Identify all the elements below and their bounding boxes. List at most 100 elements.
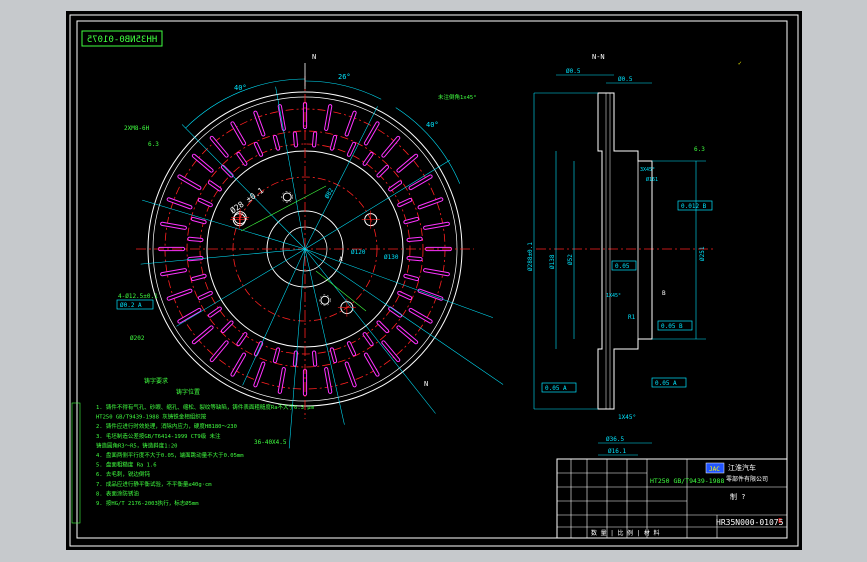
vent-slot-outer-inner <box>161 222 186 229</box>
vent-slot-outer-inner <box>231 353 246 376</box>
vent-slot-inner-inner <box>273 135 280 150</box>
vent-slot-outer-inner <box>424 222 449 229</box>
threaded-hole <box>282 192 292 202</box>
vent-slot-outer-inner <box>278 368 285 393</box>
label-angle-right: 40° <box>426 121 439 129</box>
note-line: 3. 毛坯制造公差按GB/T6414-1999 CT9级 未注 <box>96 432 221 440</box>
note-line: 7. 成品应进行静平衡试验，不平衡量≤40g·cm <box>96 480 212 488</box>
section-label: N-N <box>592 53 605 61</box>
view-arrow-label-bottom: N <box>424 380 428 388</box>
vent-slot-outer-inner <box>409 308 432 323</box>
section-view[interactable]: N-N Ø288±0.1 Ø138 Ø52 Ø251 Ø161 Ø0.5 Ø0.… <box>527 53 742 456</box>
vent-slot-inner-inner <box>254 142 263 156</box>
cad-drawing-canvas[interactable]: HH35NB0-01075 N N 40° 26° 40° 2XM8-6H 6.… <box>66 11 802 550</box>
chamfer-1: 1X45° <box>618 414 636 421</box>
threaded-hole-thread <box>319 294 331 307</box>
vent-slot-outer-inner <box>364 353 379 376</box>
section-dim-1: Ø288±0.1 <box>527 242 534 271</box>
vent-slot-inner-inner <box>407 237 422 242</box>
technical-notes: 1. 铸件不得有气孔、砂眼、缩孔、缩松、裂纹等缺陷，铸件表面粗糙度Ra不大于6.… <box>71 402 315 524</box>
vent-slot-inner-inner <box>312 132 317 147</box>
vent-slot-outer-inner <box>161 269 186 276</box>
front-view[interactable]: N N 40° 26° 40° 2XM8-6H 6.3 未注倒角1x45° 4-… <box>116 53 504 449</box>
vent-slot-inner-inner <box>254 342 263 356</box>
vent-slot-outer-inner <box>345 111 356 136</box>
tol-box-5 <box>611 260 637 271</box>
leader-line <box>304 248 504 385</box>
hub-section <box>637 160 653 340</box>
vent-slot-inner-inner <box>347 142 356 156</box>
vent-slot-inner-inner <box>188 237 203 242</box>
note-line: 1. 铸件不得有气孔、砂眼、缩孔、缩松、裂纹等缺陷，铸件表面粗糙度Ra不大于6.… <box>96 403 315 411</box>
vent-slot-inner-inner <box>389 307 402 317</box>
leader-line <box>176 248 306 327</box>
vent-slot-inner-inner <box>273 348 280 363</box>
title-block[interactable]: HT250 GB/T9439-1988 江淮汽车 零部件有限公司 JAC 制 ?… <box>556 458 788 539</box>
vent-slot-inner-inner <box>198 198 212 207</box>
vent-slot-outer-inner <box>382 341 400 362</box>
leader-line <box>288 248 306 449</box>
label-bcd-tag: Ø28 ±0.1 <box>228 185 265 215</box>
angle-arc <box>185 78 306 129</box>
leader-line <box>181 124 306 250</box>
vent-slot-inner-inner <box>363 152 373 165</box>
label-roughness: 6.3 <box>148 141 159 148</box>
vent-slot-outer-inner <box>397 326 418 344</box>
bottom-dim-2: Ø16.1 <box>608 448 626 455</box>
note-line: 铸造圆角R3～R5，铸造斜度1:20 <box>96 441 178 449</box>
label-hole-spec: 2XM8-6H <box>124 125 150 132</box>
tol-box-5-text: 0.05 <box>615 263 630 270</box>
leader-lines <box>140 78 504 449</box>
vent-slot-outer-inner <box>418 198 443 209</box>
company-line-2: 零部件有限公司 <box>726 475 768 483</box>
note-line: 5. 盘面粗糙度 Ra 1.6 <box>96 461 157 469</box>
vent-slot-inner-inner <box>237 152 247 165</box>
vent-slot-outer-inner <box>382 136 400 157</box>
leader-line <box>142 199 306 250</box>
note-line: HT250 GB/T9439-1988 灰铸铁金相组织按 <box>96 413 207 421</box>
threaded-hole <box>320 295 330 305</box>
label-bottom-left-note: 铸字要求 <box>144 377 168 385</box>
vent-slot-inner-inner <box>347 342 356 356</box>
company-logo-text: JAC <box>709 466 720 473</box>
label-right-a: A <box>339 256 343 263</box>
vent-slot-inner-inner <box>221 321 233 333</box>
section-dim-3: Ø138 <box>549 254 556 269</box>
label-right-b: B <box>662 290 666 297</box>
vent-slot-outer-inner <box>254 111 265 136</box>
leader-line <box>304 159 451 250</box>
vent-slot-inner-inner <box>363 333 373 346</box>
leader-line <box>304 248 493 318</box>
vent-slot-inner-inner <box>191 274 206 281</box>
vent-slot-outer-inner <box>167 198 192 209</box>
notes-margin-box <box>71 402 81 524</box>
dim-leader-green <box>315 270 367 312</box>
vent-slot-inner-inner <box>191 217 206 224</box>
vent-slot-outer-inner <box>210 341 228 362</box>
threaded-hole-thread <box>281 191 293 203</box>
vent-slot-inner-inner <box>330 135 337 150</box>
vent-slot-inner-inner <box>221 165 233 177</box>
company-logo <box>705 462 725 474</box>
leader-line <box>304 248 345 425</box>
tb-corner-mark: E <box>778 517 782 525</box>
vent-slot-inner-inner <box>404 274 419 281</box>
bolt-holes <box>230 191 380 317</box>
tol-box-4 <box>657 320 693 331</box>
part-number: HR35N000-01075 <box>716 518 784 527</box>
tol-box-3 <box>651 377 687 388</box>
vent-slot-inner-inner <box>293 351 298 366</box>
note-line: 6. 去毛刺，锐边倒钝 <box>96 470 150 478</box>
vent-slot-outer-inner <box>325 368 332 393</box>
note-line: 8. 表面涂防锈油 <box>96 489 139 497</box>
vent-slot-outer-inner <box>364 122 379 145</box>
vent-slot-outer-inner <box>231 122 246 145</box>
vent-slot-outer-inner <box>178 308 201 323</box>
vent-slot-inner-inner <box>237 333 247 346</box>
dim-top-1: Ø0.5 <box>566 68 581 75</box>
vent-slot-outer-inner <box>210 136 228 157</box>
vent-slot-inner-inner <box>293 132 298 147</box>
label-mid-dia-1: Ø120 <box>351 249 366 256</box>
label-left-dia: Ø202 <box>130 335 145 342</box>
